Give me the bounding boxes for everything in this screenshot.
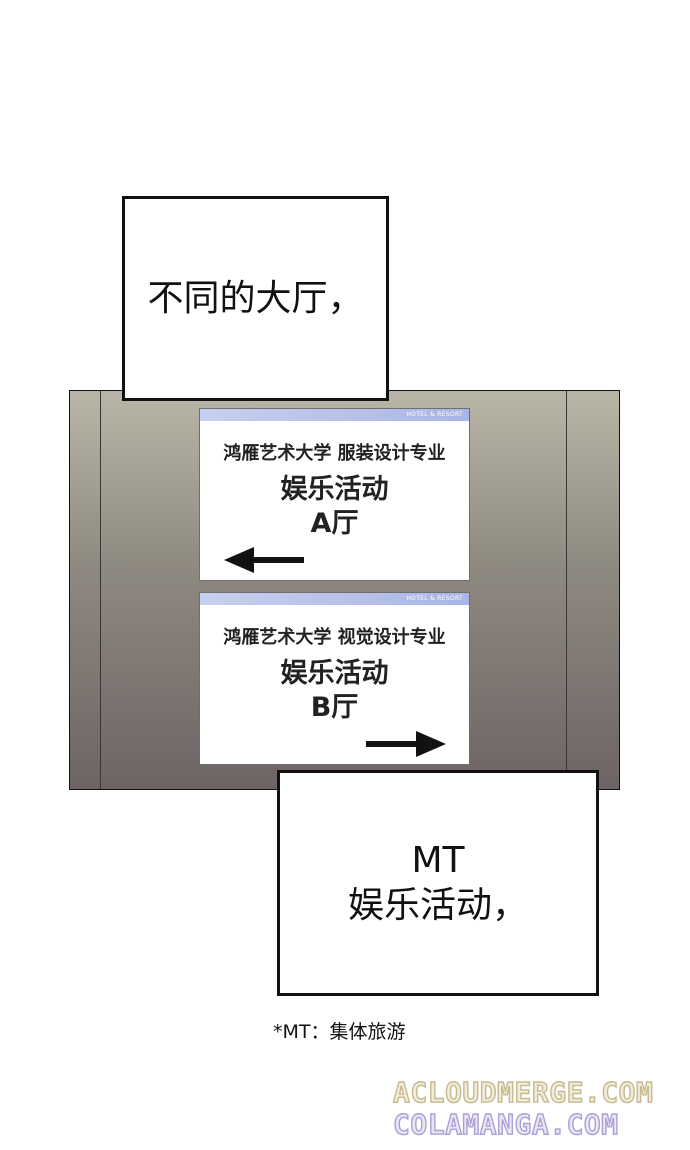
sign-hall-a: HOTEL & RESORT 鸿雁艺术大学 服装设计专业 娱乐活动 A厅	[199, 408, 470, 581]
sign-a-hall: A厅	[310, 507, 359, 539]
wall-pillar-left	[100, 391, 101, 789]
sign-a-header: HOTEL & RESORT	[200, 409, 469, 421]
watermark-text: COLAMANGA.COM	[392, 1107, 619, 1141]
sign-a-department: 鸿雁艺术大学 服装设计专业	[223, 443, 446, 464]
caption-text-bottom-line1: MT	[411, 840, 465, 881]
left-arrow-icon	[224, 547, 304, 573]
right-arrow-icon	[366, 731, 446, 757]
wall-pillar-right	[566, 391, 567, 789]
sign-b-department: 鸿雁艺术大学 视觉设计专业	[223, 627, 446, 648]
sign-b-header: HOTEL & RESORT	[200, 593, 469, 605]
sign-hall-b: HOTEL & RESORT 鸿雁艺术大学 视觉设计专业 娱乐活动 B厅	[199, 592, 470, 765]
caption-box-top: 不同的大厅，	[122, 196, 389, 401]
footnote: *MT：集体旅游	[273, 1021, 406, 1043]
caption-text-bottom-line2: 娱乐活动，	[347, 885, 528, 926]
sign-b-event: 娱乐活动	[280, 658, 389, 689]
watermark-text: ACLOUDMERGE.COM	[392, 1075, 654, 1109]
sign-a-event: 娱乐活动	[280, 474, 389, 505]
caption-box-bottom: MT 娱乐活动，	[277, 770, 599, 996]
caption-text-top: 不同的大厅，	[147, 278, 364, 319]
sign-b-hall: B厅	[310, 691, 359, 723]
